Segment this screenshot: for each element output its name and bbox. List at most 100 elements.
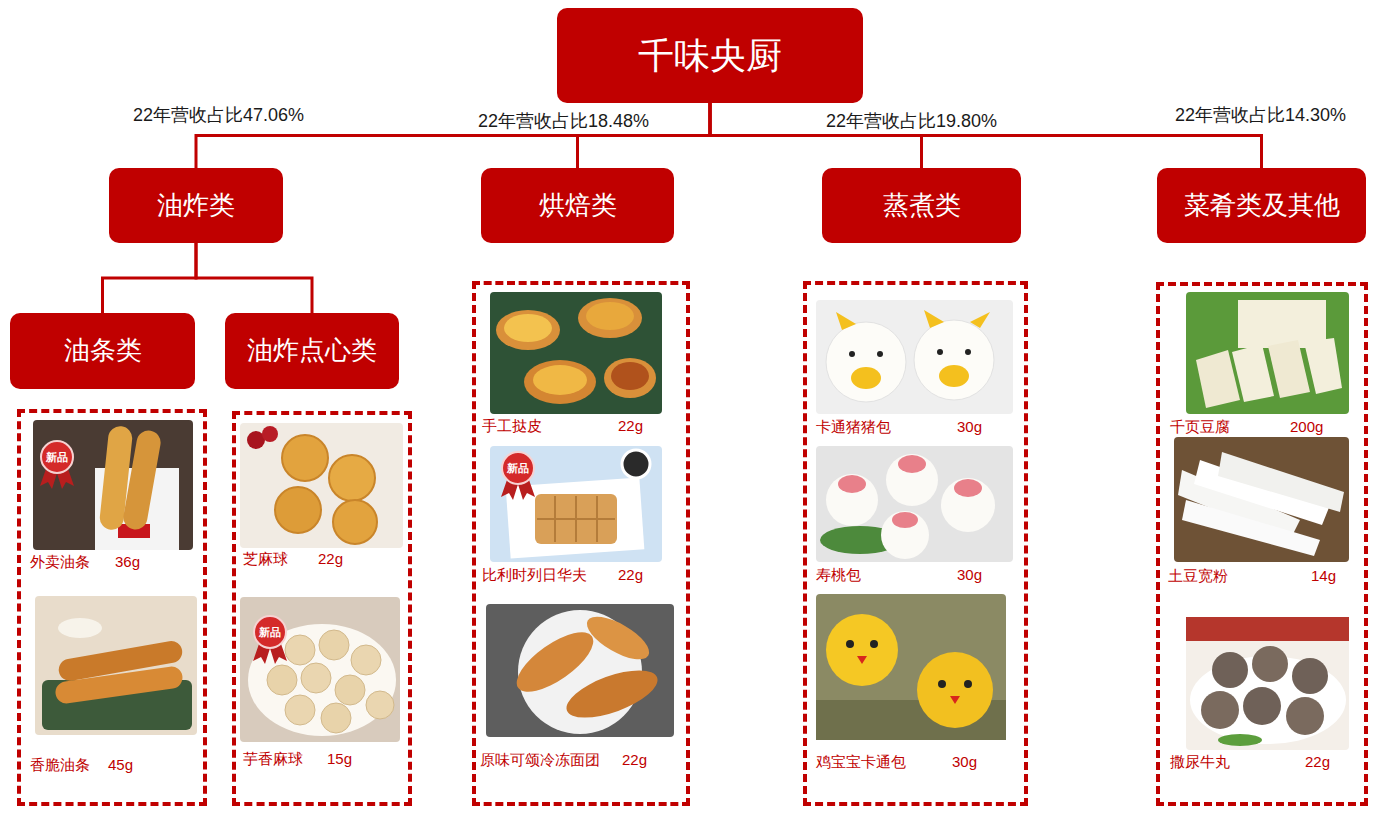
bun — [941, 478, 995, 532]
share-label: 22年营收占比19.80% — [826, 110, 997, 132]
product-weight: 30g — [952, 753, 977, 771]
taro-ball — [335, 675, 365, 705]
sesame-ball — [282, 435, 328, 481]
peach-bun-photo — [816, 446, 1013, 562]
pig-bun-photo — [816, 300, 1013, 414]
product-panel: 千页豆腐200g土豆宽粉14g撒尿牛丸22g — [1156, 282, 1368, 806]
tart-shell — [604, 358, 656, 398]
waffle — [535, 494, 617, 544]
new-badge — [40, 441, 74, 489]
product-weight: 45g — [108, 756, 133, 774]
taro-ball — [285, 695, 315, 725]
croissant — [561, 661, 664, 728]
product-weight: 14g — [1311, 567, 1336, 585]
taro-ball — [319, 630, 349, 660]
meatball — [1243, 687, 1281, 725]
waffle-grid — [537, 518, 615, 520]
tree-connector — [196, 243, 312, 313]
peach-tip — [838, 475, 866, 493]
bowl — [58, 618, 102, 638]
share-label: 22年营收占比14.30% — [1175, 104, 1346, 126]
product-name: 芋香麻球 — [243, 750, 303, 768]
peach-tip — [898, 455, 926, 473]
product-weight: 22g — [318, 550, 343, 568]
category-box: 蒸煮类 — [822, 168, 1021, 243]
product-name: 外卖油条 — [30, 553, 90, 571]
taro-ball — [321, 703, 351, 733]
snout — [939, 365, 969, 387]
category-box: 烘焙类 — [481, 168, 674, 243]
tart-shell — [524, 360, 596, 404]
product-name: 鸡宝宝卡通包 — [816, 753, 906, 771]
product-name: 手工挞皮 — [482, 417, 542, 435]
node-title: 油条类 — [64, 335, 142, 366]
eye — [877, 351, 883, 357]
photo-ground — [33, 420, 193, 550]
new-badge-text: 新品 — [250, 625, 290, 639]
bun — [886, 454, 938, 506]
dough-stick — [121, 429, 162, 532]
product-name: 撒尿牛丸 — [1170, 753, 1230, 771]
tree-connector — [103, 243, 197, 313]
waffle-photo — [490, 446, 662, 562]
product-weight: 15g — [327, 750, 352, 768]
product-name: 寿桃包 — [816, 566, 861, 584]
taro-ball — [366, 691, 394, 719]
product-name: 香脆油条 — [30, 756, 90, 774]
tofu-photo — [1186, 292, 1349, 414]
tart-filling — [533, 365, 587, 395]
photo-ground — [816, 594, 1006, 740]
meatball-photo — [1186, 617, 1349, 750]
taro-ball — [301, 663, 331, 693]
subcategory-box: 油条类 — [10, 313, 195, 389]
photo-ground — [490, 292, 662, 414]
photo-ground — [816, 300, 1013, 414]
product-weight: 200g — [1290, 418, 1323, 436]
eye — [846, 640, 854, 648]
meatball — [1252, 646, 1288, 682]
bun — [914, 320, 994, 400]
eye — [964, 680, 972, 688]
taro-ball-photo — [240, 597, 400, 742]
youtiao-photo — [33, 420, 193, 550]
taro-ball — [267, 665, 297, 695]
sesame-ball — [275, 487, 321, 533]
photo-ground — [1186, 292, 1349, 414]
beak — [857, 656, 867, 664]
product-panel: 外卖油条36g香脆油条45g — [17, 409, 207, 806]
product-name: 比利时列日华夫 — [482, 566, 587, 584]
node-title: 蒸煮类 — [883, 190, 961, 221]
new-badge — [501, 452, 535, 500]
meatball — [1292, 658, 1328, 694]
new-badge — [253, 616, 287, 664]
tofu-block — [1238, 300, 1326, 348]
eye — [849, 351, 855, 357]
product-name: 芝麻球 — [243, 550, 288, 568]
beak — [950, 696, 960, 704]
product-weight: 22g — [618, 417, 643, 435]
tofu-slice — [1196, 350, 1240, 408]
photo-ground — [1174, 437, 1349, 562]
youtiao-photo — [35, 596, 197, 735]
bun — [826, 614, 898, 686]
egg-tart-photo — [490, 292, 662, 414]
product-weight: 30g — [957, 566, 982, 584]
tart-filling — [586, 302, 634, 330]
node-title: 烘焙类 — [539, 190, 617, 221]
node-title: 油炸点心类 — [247, 335, 377, 366]
tofu-slice — [1304, 338, 1342, 394]
product-name: 千页豆腐 — [1170, 418, 1230, 436]
product-name: 原味可颂冷冻面团 — [480, 751, 600, 769]
tofu-slice — [1232, 344, 1274, 402]
bun — [917, 652, 993, 728]
photo-ground — [240, 423, 403, 548]
meatball — [1286, 697, 1324, 735]
ear — [924, 310, 944, 328]
dough-stick — [54, 665, 184, 705]
eye — [937, 349, 943, 355]
photo-ground — [35, 596, 197, 735]
photo-ground — [490, 446, 662, 562]
photo-ground — [486, 604, 674, 737]
product-weight: 30g — [957, 418, 982, 436]
